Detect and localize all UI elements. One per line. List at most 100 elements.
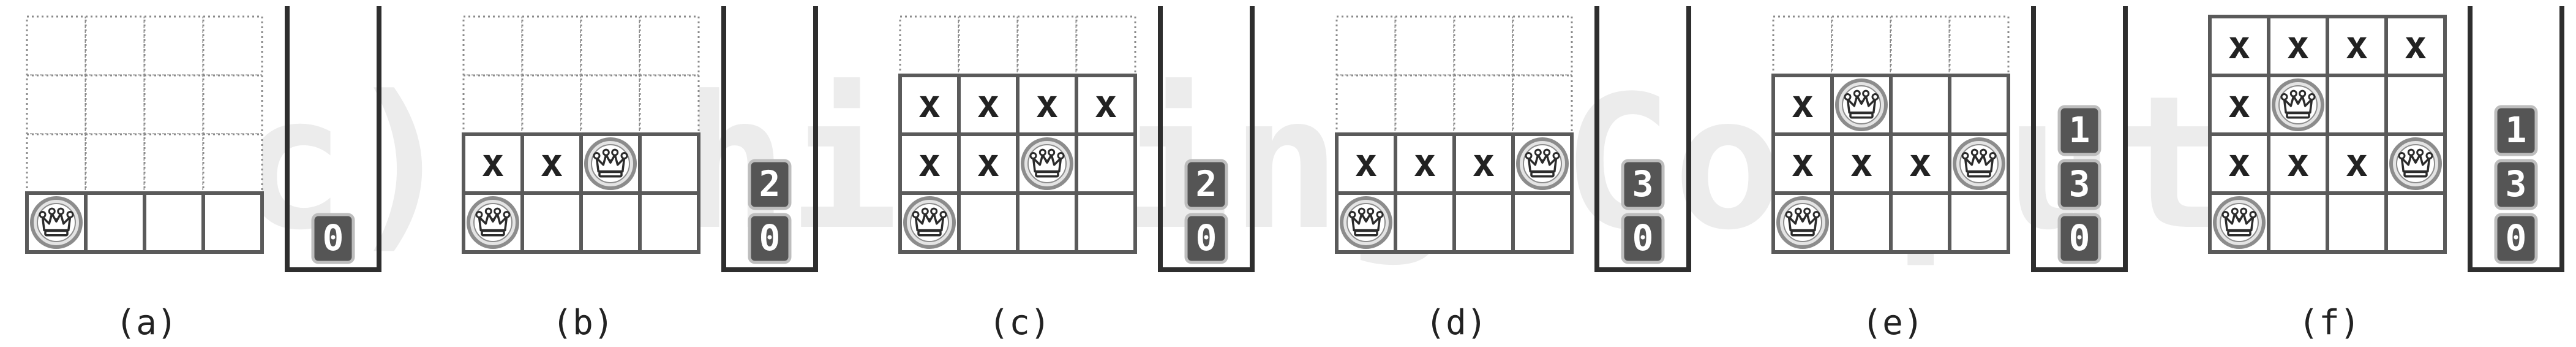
- queen-crown-base: [2403, 170, 2428, 178]
- queen-crown-base: [44, 229, 69, 237]
- board-cell: [143, 191, 205, 254]
- queen-crown-center: [2237, 218, 2241, 222]
- board-cell: [1452, 191, 1515, 254]
- board-cell-empty-dotted: [521, 74, 582, 135]
- stack-entry: 3: [1621, 159, 1665, 210]
- board-cell-empty-dotted: [1453, 74, 1514, 135]
- attacked-mark: x: [540, 140, 563, 185]
- queen-crown-jewel: [1853, 90, 1861, 97]
- attacked-mark: x: [1850, 140, 1872, 185]
- queen-crown-jewel: [2249, 211, 2257, 218]
- queen-crown-jewel: [2416, 148, 2424, 156]
- attacked-mark: x: [2345, 140, 2368, 185]
- board-cell: [1889, 74, 1951, 136]
- board-cell-empty-dotted: [1394, 74, 1455, 135]
- queen-crown-jewel: [1357, 207, 1365, 215]
- panel-caption: (a): [115, 303, 177, 343]
- stack-entry-box: [2494, 213, 2538, 264]
- board-cell-empty-dotted: [1016, 15, 1078, 77]
- stack-container: [285, 6, 381, 272]
- stack-entry-value: 0: [759, 217, 781, 259]
- stack-entry-box: [2057, 213, 2101, 264]
- stack-entry-box: [1621, 213, 1665, 264]
- board-cell-empty-dotted: [143, 74, 205, 135]
- board-cell-empty-dotted: [26, 74, 87, 135]
- queen-crown-icon: [1021, 137, 1073, 190]
- stack-entry-box: [748, 213, 792, 264]
- board-cell-empty-dotted: [639, 15, 700, 77]
- stack-entry: 3: [2057, 159, 2101, 210]
- board-cell: [2208, 132, 2270, 195]
- board-cell: [579, 191, 642, 254]
- queen-crown-jewel: [2425, 152, 2433, 159]
- stack-entry-box: [2057, 159, 2101, 210]
- board-cell-empty-dotted: [84, 133, 146, 194]
- attacked-mark: x: [2345, 23, 2368, 67]
- queen-crown-jewel: [939, 211, 947, 218]
- queen-crown-jewel: [2280, 93, 2288, 101]
- queen-crown-icon: [1340, 196, 1392, 249]
- board-cell: [1075, 191, 1137, 254]
- attacked-mark: x: [2228, 23, 2250, 67]
- queen-crown-icon: [467, 196, 519, 249]
- attacked-mark: x: [1035, 82, 1058, 126]
- queen-crown-icon: [2272, 78, 2324, 131]
- queen-crown-jewel: [1844, 93, 1852, 101]
- queen-crown-jewel: [2308, 93, 2316, 101]
- stack-entry-value: 0: [1632, 217, 1654, 259]
- board-cell-empty-dotted: [899, 15, 960, 77]
- queen-crown-jewel: [1543, 148, 1551, 156]
- queen-crown-jewel: [2240, 207, 2248, 215]
- column-stack: 130: [2468, 6, 2564, 272]
- stack-entry: 0: [2057, 213, 2101, 264]
- stack-entry-value: 0: [2069, 217, 2090, 259]
- attacked-mark: x: [2228, 140, 2250, 185]
- queen-crown-jewel: [484, 207, 492, 215]
- stack-entry-box: [2494, 105, 2538, 156]
- attacked-mark: x: [2286, 23, 2309, 67]
- board-cell: [638, 132, 700, 195]
- board-cell-empty-dotted: [1512, 15, 1573, 77]
- queen-crown-jewel: [494, 207, 501, 215]
- queen-crown-center: [1860, 101, 1863, 104]
- stack-entry-box: [311, 213, 355, 264]
- attacked-mark: x: [1791, 140, 1814, 185]
- queen-crown-jewel: [2231, 207, 2239, 215]
- stack-entry: 1: [2494, 105, 2538, 156]
- queen-crown-shape: [595, 153, 626, 173]
- board-cell-empty-dotted: [462, 74, 524, 135]
- stack-container: [2468, 6, 2564, 272]
- board-cell: [84, 191, 146, 254]
- queen-crown-shape: [478, 212, 508, 232]
- panel-caption: (d): [1425, 303, 1487, 343]
- queen-crown-icon: [903, 196, 956, 249]
- stack-entry-box: [1184, 159, 1228, 210]
- board-cell: [1394, 191, 1456, 254]
- board-cell: [1948, 74, 2010, 136]
- stack-entry-value: 3: [2506, 163, 2527, 205]
- attacked-mark: x: [1413, 140, 1436, 185]
- queen-crown-jewel: [1785, 211, 1793, 218]
- queen-crown-center: [2296, 101, 2300, 104]
- panel-a: 0(a): [25, 6, 381, 343]
- queen-crown-jewel: [602, 148, 610, 156]
- queen-crown-jewel: [2407, 148, 2415, 156]
- queen-crown-jewel: [57, 207, 65, 215]
- queen-crown-jewel: [1038, 148, 1046, 156]
- attacked-mark: x: [481, 140, 504, 185]
- queen-crown-shape: [2283, 94, 2313, 114]
- stack-entry-value: 3: [1632, 163, 1654, 205]
- queen-crown-shape: [1032, 153, 1062, 173]
- queen-crown-jewel: [2398, 152, 2406, 159]
- queen-crown-jewel: [1970, 148, 1978, 156]
- queen-crown-center: [54, 218, 58, 222]
- stack-entry-value: 2: [759, 163, 781, 205]
- board-cell-empty-dotted: [84, 15, 146, 77]
- board-cell: [1830, 191, 1893, 254]
- board-cell-empty-dotted: [1772, 15, 1833, 77]
